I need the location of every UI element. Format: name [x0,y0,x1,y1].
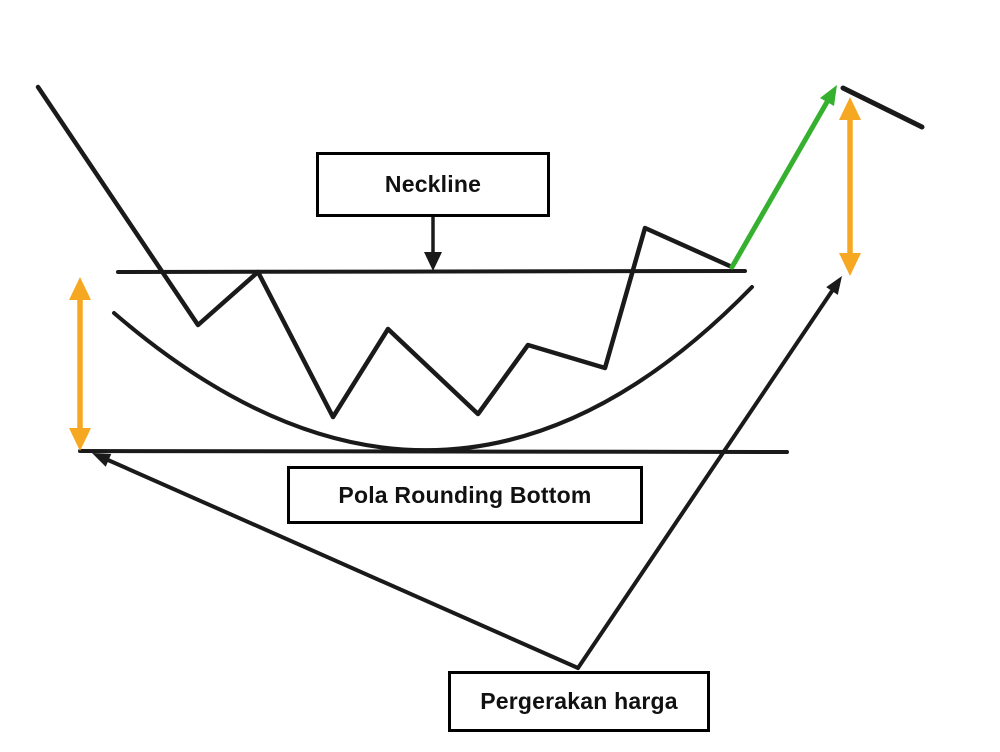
up-arrowhead-icon [839,97,861,120]
down-arrowhead-icon [69,428,91,451]
price-annotation-arrow-left-shaft [106,458,580,670]
neckline-label-box: Neckline [316,152,550,217]
price-movement-label-box: Pergerakan harga [448,671,710,732]
price-annotation-arrow-right-shaft [576,289,834,670]
price-line [35,84,735,420]
up-arrowhead-icon [69,277,91,300]
breakout-arrow [729,85,837,270]
post-breakout-line [840,85,925,130]
breakout-arrowhead-icon [820,85,837,106]
up-right-arrowhead-icon [826,276,842,295]
up-left-arrowhead-icon [92,453,112,467]
target-measure-arrow-right [839,97,861,276]
price-movement-label: Pergerakan harga [480,688,678,714]
pattern-label-box: Pola Rounding Bottom [287,466,643,524]
down-arrowhead-icon [424,252,442,271]
neckline-pointer-arrow [424,217,442,271]
neckline-line [116,269,747,274]
pattern-label: Pola Rounding Bottom [338,481,592,508]
down-arrowhead-icon [839,253,861,276]
depth-measure-arrow-left [69,277,91,451]
neckline-label: Neckline [384,171,482,197]
price-annotation-arrow-left [92,453,580,670]
breakout-arrow-shaft [729,99,830,270]
rounding-arc [112,285,754,453]
price-annotation-arrow-right [576,276,842,670]
